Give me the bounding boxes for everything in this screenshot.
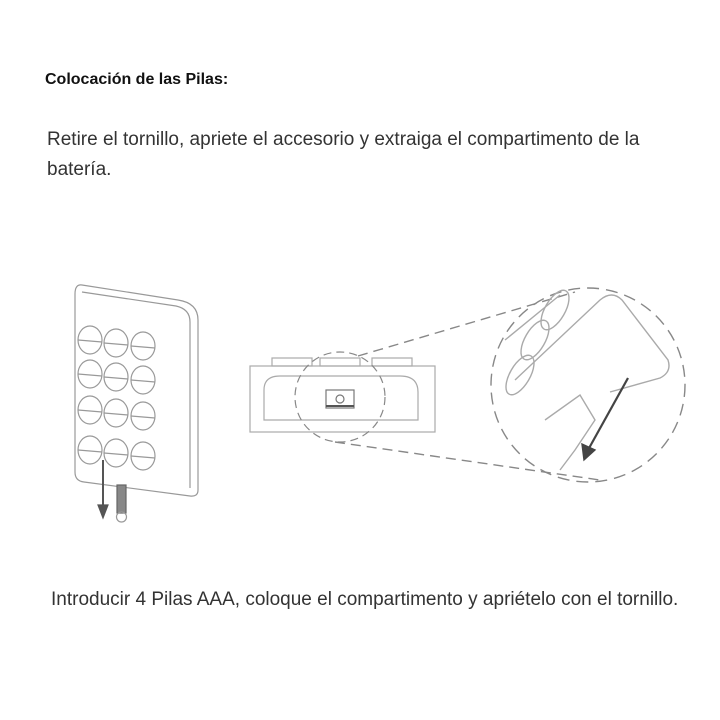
step-2-instruction: Introducir 4 Pilas AAA, coloque el compa…: [51, 589, 679, 610]
keypad-device-drawing: [74, 284, 199, 523]
zoom-detail-drawing: [334, 287, 686, 483]
step-1-instruction: Retire el tornillo, apriete el accesorio…: [47, 129, 640, 180]
section-heading: Colocación de las Pilas:: [45, 71, 229, 88]
device-side-view-drawing: [249, 351, 436, 443]
keypad-buttons: [77, 325, 156, 471]
